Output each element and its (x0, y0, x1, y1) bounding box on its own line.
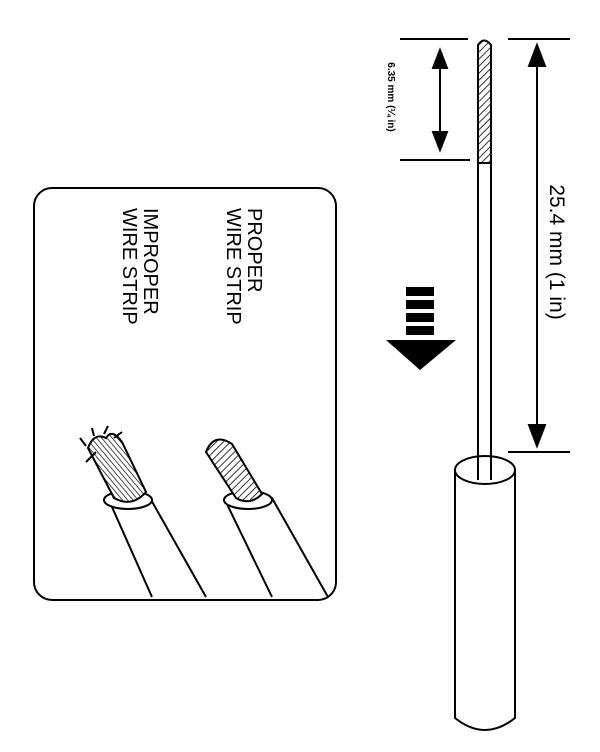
proper-label-line1: PROPER (243, 208, 265, 292)
inner-conductor (477, 163, 492, 480)
tip-length-label: 6.35 mm (¼ in) (385, 62, 396, 131)
strip-length-label: 25.4 mm (1 in) (545, 184, 568, 319)
proper-wire-strands (204, 438, 264, 503)
improper-label-line1: IMPROPER (139, 208, 161, 315)
improper-label: IMPROPER WIRE STRIP (118, 208, 161, 325)
improper-strip-wire (79, 425, 207, 598)
down-arrow-icon (386, 287, 456, 370)
improper-label-line2: WIRE STRIP (118, 208, 140, 325)
proper-label-line2: WIRE STRIP (222, 208, 244, 325)
frayed-strand-ends (79, 425, 123, 463)
dimension-lines (400, 38, 570, 453)
stripped-wire (454, 39, 516, 731)
bare-strands (477, 39, 492, 164)
proper-label: PROPER WIRE STRIP (222, 208, 265, 325)
improper-wire-strands (86, 432, 148, 503)
wire-insulation (454, 470, 516, 731)
proper-strip-wire (204, 438, 329, 598)
insulation-end (454, 455, 516, 485)
strip-comparison-panel (33, 187, 337, 601)
